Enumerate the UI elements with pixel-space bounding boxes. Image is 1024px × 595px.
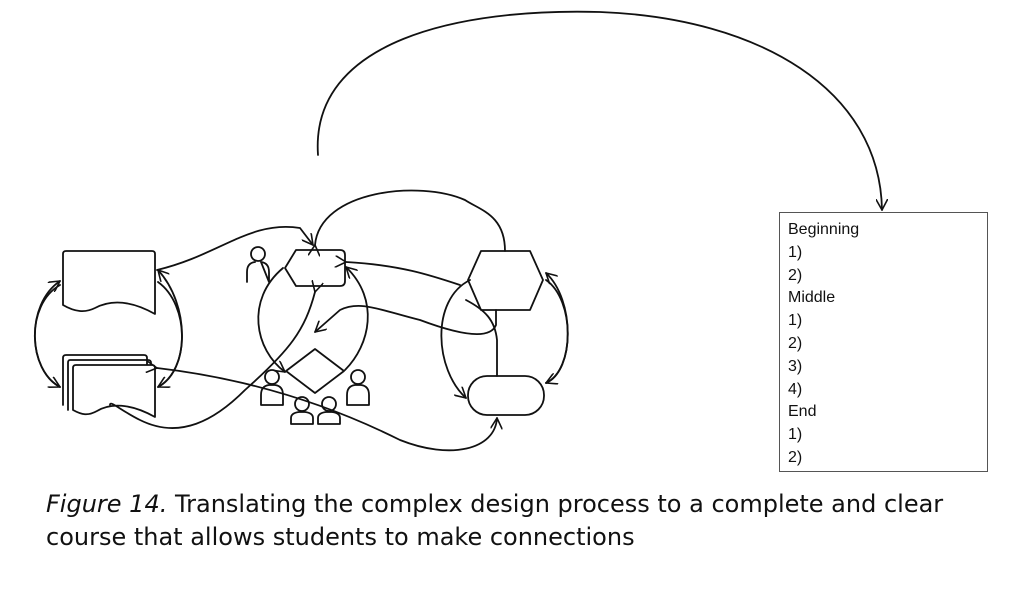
person-icon bbox=[346, 369, 370, 406]
preparation-hexagon bbox=[467, 250, 544, 311]
outline-item: 1) bbox=[788, 426, 803, 444]
outline-item: 2) bbox=[788, 334, 803, 352]
outline-item: 3) bbox=[788, 357, 803, 375]
caption-text: Translating the complex design process t… bbox=[46, 490, 944, 551]
outline-item: 1) bbox=[788, 312, 803, 330]
multi-document-shape bbox=[62, 354, 156, 418]
outline-item: 4) bbox=[788, 380, 803, 398]
outline-item: 1) bbox=[788, 243, 803, 261]
person-icon bbox=[260, 369, 284, 406]
outline-item: 2) bbox=[788, 266, 803, 284]
course-outline-box: Beginning 1) 2) Middle 1) 2) 3) 4) End 1… bbox=[779, 212, 988, 472]
outline-heading-middle: Middle bbox=[788, 289, 836, 307]
outline-heading-beginning: Beginning bbox=[788, 221, 860, 238]
connectors bbox=[33, 189, 569, 452]
outline-item: 2) bbox=[788, 448, 803, 466]
document-shape bbox=[62, 250, 156, 315]
person-icon bbox=[317, 396, 341, 425]
figure-label: Figure 14. bbox=[46, 490, 168, 518]
outline-heading-end: End bbox=[788, 403, 817, 421]
person-icon bbox=[290, 396, 314, 425]
connector-arc-to-outline bbox=[317, 10, 882, 211]
display-shape bbox=[284, 249, 346, 287]
person-icon bbox=[246, 246, 270, 283]
figure-caption: Figure 14. Translating the complex desig… bbox=[46, 488, 1016, 554]
terminator-shape bbox=[467, 375, 545, 416]
decision-diamond bbox=[285, 348, 345, 394]
